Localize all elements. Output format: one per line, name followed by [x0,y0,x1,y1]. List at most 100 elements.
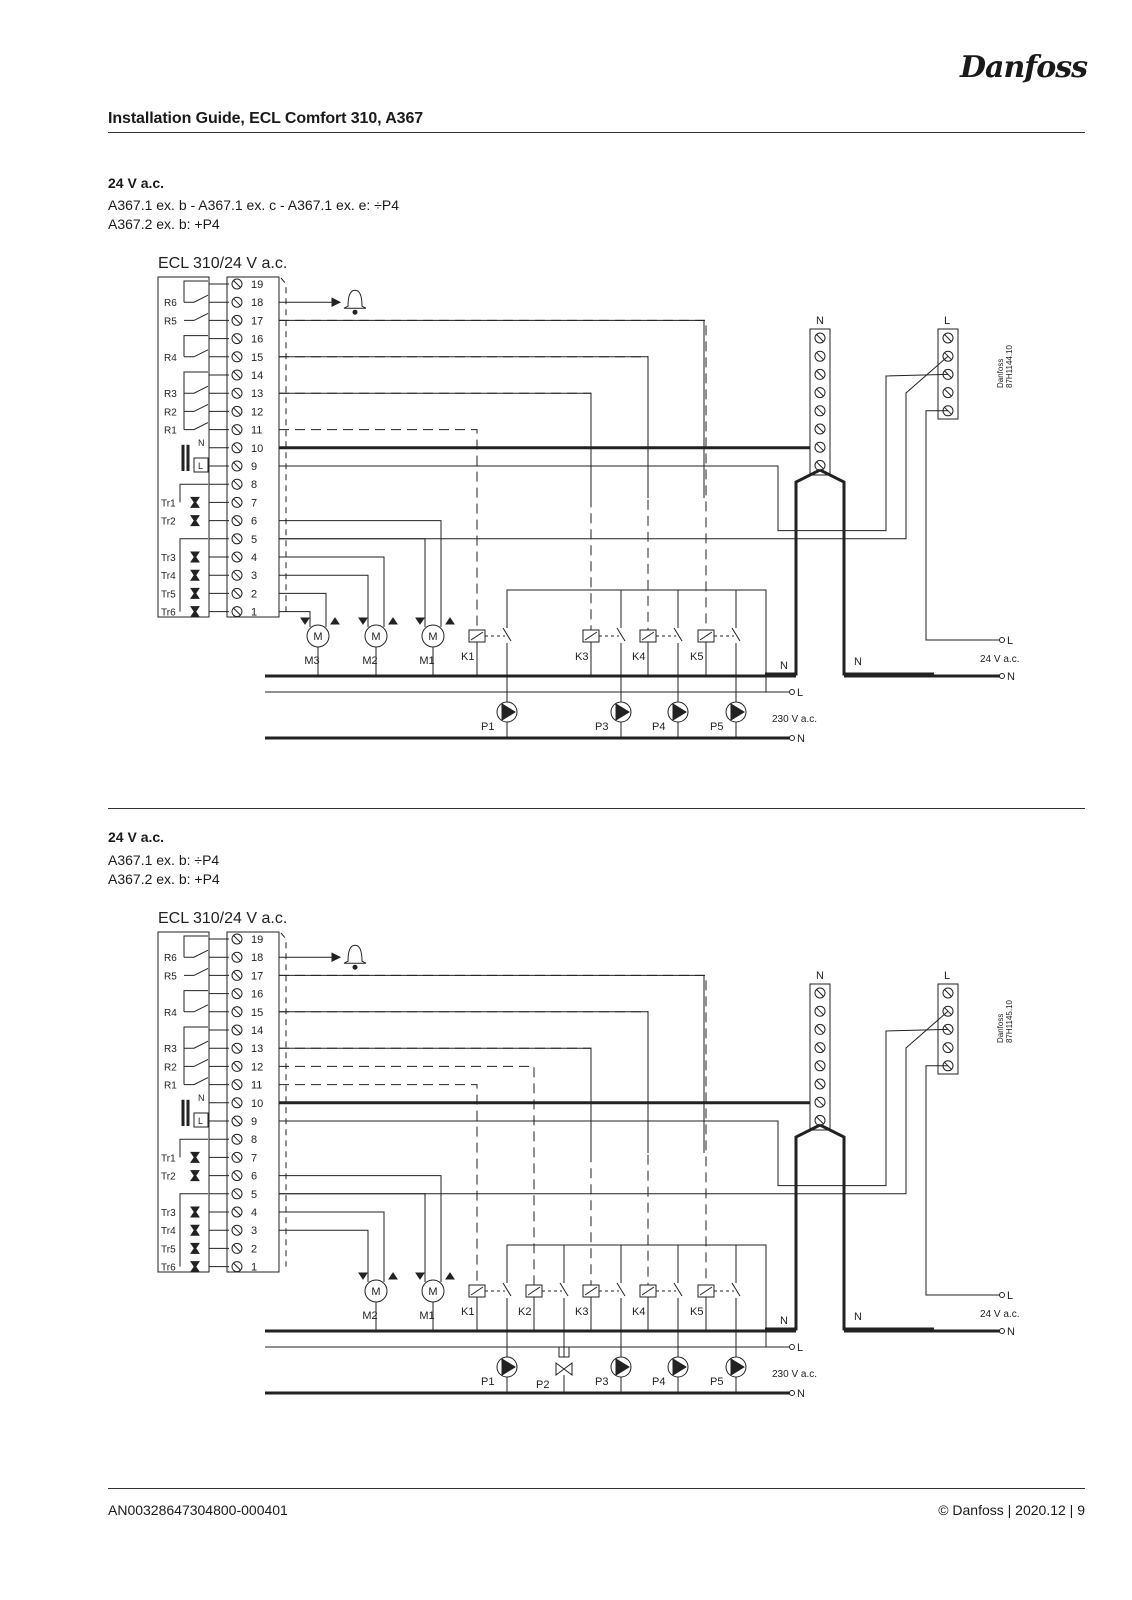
terminal-230v-l [789,1344,795,1350]
contactor-coil-mark [584,631,598,641]
valve-icon-P2 [555,1362,573,1376]
section-1-line-2: A367.2 ex. b: +P4 [108,216,220,232]
terminal-number-1: 1 [251,607,257,619]
relay-contact [184,1077,209,1086]
pump-triangle-P4 [672,703,687,721]
relay-label-R6: R6 [164,298,177,309]
contactor-label-K3: K3 [575,651,588,663]
relay-box [157,276,210,618]
pump-label-P4: P4 [652,721,665,733]
label-230v-n: N [797,1388,805,1400]
contactor-supply-rail [506,1244,767,1347]
drawing-brand: Danfoss [996,359,1005,388]
n-bar-screw-slot [816,406,824,415]
n-bar-screw-slot [816,461,824,470]
terminal-screw-2-slot [233,589,241,598]
motor-symbol-M3: M [313,631,322,643]
terminal-number-3: 3 [251,570,257,582]
triac-symbol [190,1151,200,1163]
contactor-switch [559,1282,569,1297]
relay-label-R4: R4 [164,353,177,364]
wire-r3 [279,1047,592,1153]
contactor-switch [673,1282,683,1297]
alarm-bell-icon [343,289,367,309]
label-24v: 24 V a.c. [980,1309,1019,1320]
l-bar-label: L [944,315,950,327]
relay-contact [184,349,209,358]
terminal-screw-8-slot [233,480,241,489]
terminal-screw-6-slot [233,516,241,525]
terminal-number-16: 16 [251,334,263,346]
triac-symbol [190,1224,200,1236]
l-bar-screw-slot [944,1025,952,1034]
wire-l-feed [279,1010,949,1195]
terminal-230v-n [789,735,795,741]
section-2-heading: 24 V a.c. [108,829,165,845]
motor-label-M2: M2 [362,1310,377,1322]
terminal-screw-19-slot [233,935,241,943]
wiring-diagram-1: ECL 310/24 V a.c.19181716151413121110987… [157,255,1019,745]
label-24v: 24 V a.c. [980,654,1019,665]
terminal-screw-15-slot [233,1007,241,1016]
contactor-ctrl-wire [279,356,649,630]
terminal-24v-l [999,637,1005,643]
l-bar-screw-slot [944,388,952,397]
label-24v-l: L [1007,1290,1013,1302]
terminal-number-9: 9 [251,461,257,473]
terminal-number-4: 4 [251,552,257,564]
alarm-arrow [331,952,342,963]
relay-contact [184,312,209,321]
motor-arrow-up [445,1272,455,1280]
motor-wire [279,556,385,627]
n-bar-screw-slot [816,425,824,433]
relay-label-R5: R5 [164,971,177,982]
label-230v-n: N [797,733,805,745]
contactor-switch [616,1282,626,1297]
terminal-number-11: 11 [251,1080,262,1092]
wire-l-feed [279,355,949,540]
diagram-title: ECL 310/24 V a.c. [158,910,287,927]
terminal-number-7: 7 [251,1152,257,1164]
shield-line [280,277,287,612]
contactor-coil-mark [699,1286,713,1296]
n-terminal-bar [809,983,831,1131]
relay-contact [184,422,209,431]
wire-24v-l [925,1065,1000,1296]
motor-wire [279,1175,442,1282]
terminal-number-10: 10 [251,443,263,455]
contactor-ctrl-wire [279,1084,478,1285]
terminal-screw-1-slot [233,1262,241,1271]
contactor-coil-mark [584,1286,598,1296]
terminal-screw-7-slot [233,1153,241,1162]
terminal-number-5: 5 [251,1189,257,1201]
l-bar-screw-slot [944,334,952,342]
motor-symbol-M1: M [428,631,437,643]
motor-wire [279,1229,369,1282]
relay-common [183,280,208,303]
contactor-switch [673,627,683,642]
terminal-number-16: 16 [251,989,263,1001]
relay-contact [184,1004,209,1013]
contactor-switch [502,627,512,642]
relay-common [183,990,208,1012]
terminal-screw-5-slot [233,1189,241,1198]
terminal-screw-13-slot [233,389,241,398]
n-bar-screw-slot [816,1025,824,1034]
section-1-heading: 24 V a.c. [108,175,165,191]
n-bar-screw-slot [816,388,824,397]
contactor-ctrl-wire [279,1011,649,1285]
n-bar-screw-slot [816,352,824,361]
n-bar-screw-slot [816,443,824,452]
motor-wire [279,538,426,627]
triac-common [179,483,208,503]
contactor-label-K2: K2 [518,1306,531,1318]
terminal-screw-12-slot [233,407,241,416]
contactor-supply-rail [506,589,767,692]
label-230v: 230 V a.c. [772,1369,817,1380]
contactor-switch [616,627,626,642]
n-bar-screw-slot [816,989,824,997]
alarm-arrow [331,297,342,308]
triac-common [179,1193,208,1267]
terminal-screw-11-slot [233,1080,241,1089]
triac-label-Tr5: Tr5 [161,589,176,600]
